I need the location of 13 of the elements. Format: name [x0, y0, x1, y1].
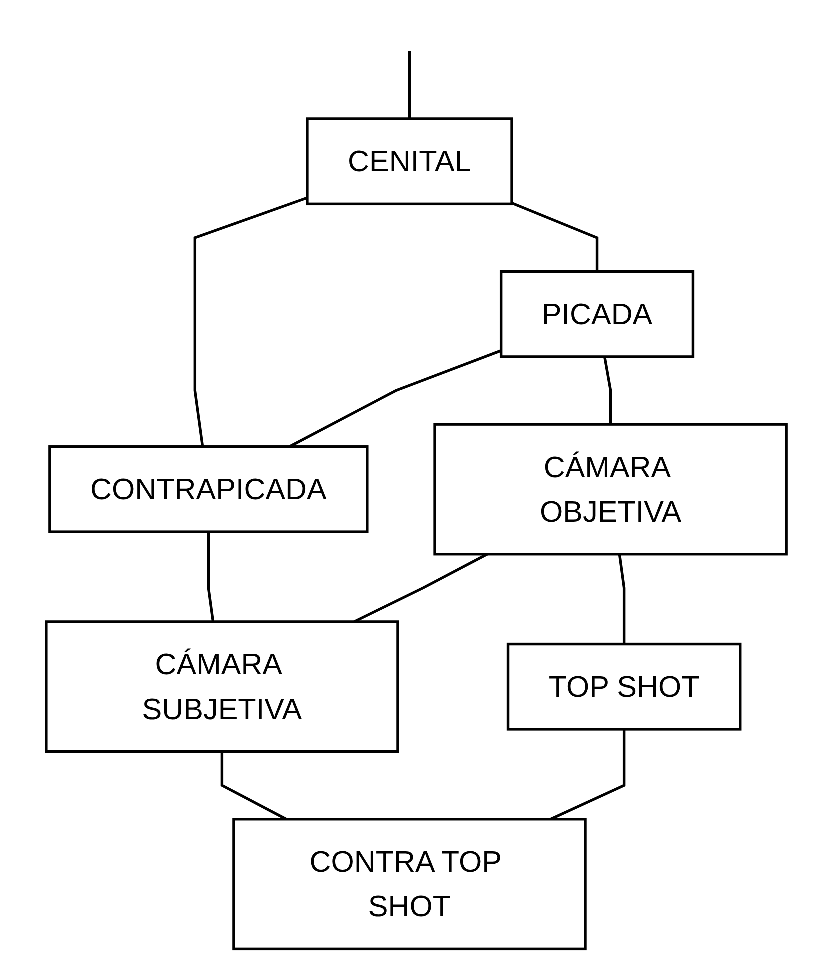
connector — [207, 532, 215, 622]
node-box: TOP SHOT — [506, 642, 742, 731]
connector — [194, 196, 308, 448]
node-box: CÁMARA OBJETIVA — [434, 423, 788, 556]
connector — [512, 202, 599, 272]
node-box: CONTRAPICADA — [48, 446, 369, 534]
connector — [408, 51, 412, 119]
node-box: CENITAL — [306, 118, 514, 206]
connector — [618, 554, 626, 644]
connector — [603, 356, 612, 425]
node-box: CÁMARA SUBJETIVA — [45, 620, 400, 754]
node-box: CONTRA TOP SHOT — [232, 818, 587, 951]
node-box: PICADA — [500, 270, 695, 358]
